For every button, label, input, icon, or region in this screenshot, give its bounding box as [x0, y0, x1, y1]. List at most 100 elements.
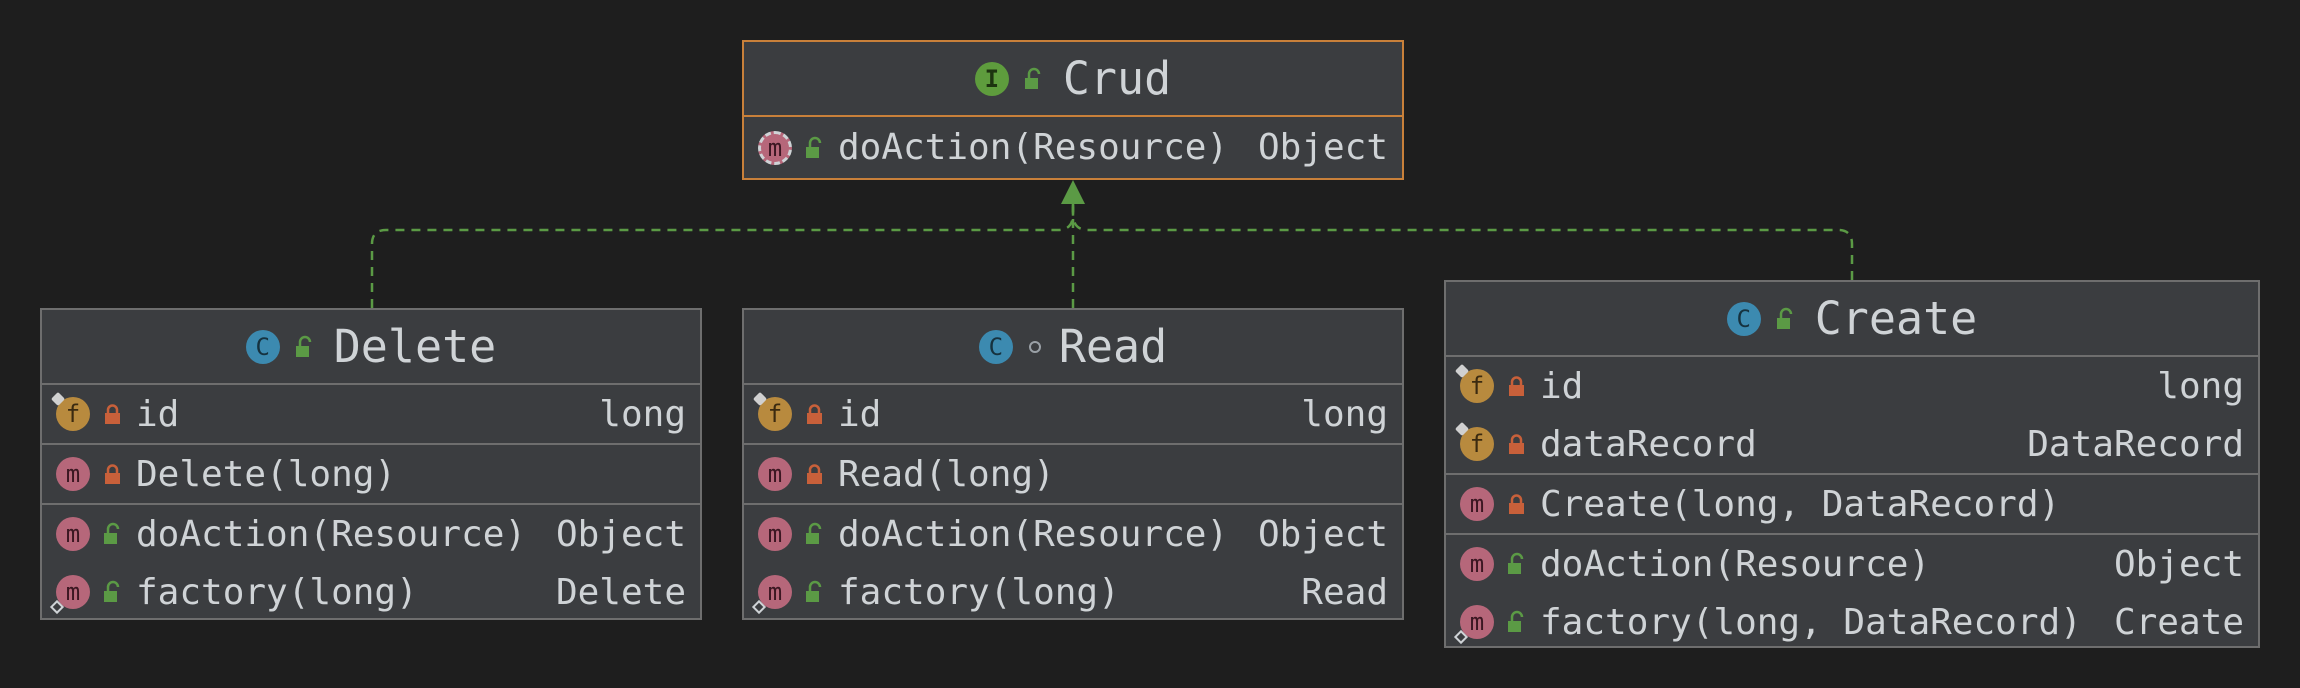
- method-type: Object: [2113, 543, 2244, 585]
- method-row[interactable]: m factory(long) Delete: [42, 563, 700, 621]
- class-header: C Delete: [42, 310, 700, 385]
- field-row[interactable]: f id long: [744, 385, 1402, 443]
- constructor-row[interactable]: m Create(long, DataRecord): [1446, 475, 2258, 533]
- final-pin-icon: [1454, 363, 1470, 379]
- public-unlock-icon: [1508, 610, 1524, 632]
- methods-section: m doAction(Resource) Object m factory(lo…: [42, 505, 700, 621]
- package-private-icon: [1028, 340, 1041, 353]
- field-icon: f: [50, 391, 90, 431]
- private-lock-icon: [807, 464, 822, 484]
- field-name: dataRecord: [1540, 423, 1757, 465]
- constructor-row[interactable]: m Delete(long): [42, 445, 700, 503]
- constructor-row[interactable]: m Read(long): [744, 445, 1402, 503]
- method-icon: m: [56, 457, 90, 491]
- method-row[interactable]: m factory(long, DataRecord) Create: [1446, 593, 2258, 651]
- private-lock-icon: [1509, 376, 1524, 396]
- field-type: DataRecord: [2027, 423, 2244, 465]
- method-row[interactable]: m doAction(Resource) Object: [42, 505, 700, 563]
- class-delete[interactable]: C Delete f id long m Delete(long): [40, 308, 702, 620]
- public-unlock-icon: [806, 580, 822, 602]
- field-type: long: [1301, 393, 1388, 435]
- class-icon: C: [978, 329, 1013, 364]
- static-marker-icon: [751, 599, 767, 615]
- public-unlock-icon: [1508, 552, 1524, 574]
- method-type: Delete: [555, 571, 686, 613]
- method-row[interactable]: m doAction(Resource) Object: [1446, 535, 2258, 593]
- class-title: Delete: [333, 320, 497, 373]
- field-name: id: [136, 393, 180, 435]
- method-icon: m: [1460, 547, 1494, 581]
- method-icon: m: [49, 575, 90, 615]
- field-row[interactable]: f id long: [42, 385, 700, 443]
- constructor-name: Read(long): [838, 453, 1055, 495]
- static-marker-icon: [49, 599, 65, 615]
- interface-title: Crud: [1062, 52, 1172, 105]
- public-unlock-icon: [104, 580, 120, 602]
- method-name: factory(long): [136, 571, 418, 613]
- method-icon: m: [1460, 487, 1494, 521]
- fields-section: f id long: [744, 385, 1402, 445]
- field-type: long: [599, 393, 686, 435]
- interface-header: I Crud: [744, 42, 1402, 117]
- private-lock-icon: [1509, 494, 1524, 514]
- method-type: Object: [1257, 127, 1388, 168]
- methods-section: m doAction(Resource) Object m factory(lo…: [1446, 535, 2258, 651]
- method-type: Object: [555, 513, 686, 555]
- public-unlock-icon: [806, 522, 822, 544]
- private-lock-icon: [105, 464, 120, 484]
- private-lock-icon: [807, 404, 822, 424]
- field-name: id: [838, 393, 882, 435]
- class-icon: C: [245, 329, 280, 364]
- class-read[interactable]: C Read f id long m Read(long) m: [742, 308, 1404, 620]
- method-icon: m: [1453, 605, 1494, 645]
- static-marker-icon: [1453, 629, 1469, 645]
- field-icon: f: [752, 391, 792, 431]
- private-lock-icon: [1509, 434, 1524, 454]
- class-create[interactable]: C Create f id long f dataRecord DataReco…: [1444, 280, 2260, 648]
- fields-section: f id long f dataRecord DataRecord: [1446, 357, 2258, 475]
- field-icon: f: [1454, 363, 1494, 403]
- field-row[interactable]: f id long: [1446, 357, 2258, 415]
- constructor-name: Delete(long): [136, 453, 397, 495]
- public-unlock-icon: [806, 136, 822, 158]
- method-icon: m: [758, 457, 792, 491]
- method-icon: m: [758, 517, 792, 551]
- interface-methods: m doAction(Resource) Object: [744, 117, 1402, 178]
- method-type: Object: [1257, 513, 1388, 555]
- method-name: factory(long, DataRecord): [1540, 601, 2082, 643]
- method-name: doAction(Resource): [838, 127, 1229, 168]
- class-icon: C: [1726, 301, 1761, 336]
- realization-edge-create: [1071, 196, 1854, 280]
- class-header: C Create: [1446, 282, 2258, 357]
- field-type: long: [2157, 365, 2244, 407]
- method-row[interactable]: m doAction(Resource) Object: [744, 117, 1402, 178]
- method-type: Read: [1301, 571, 1388, 613]
- class-title: Read: [1058, 320, 1168, 373]
- class-header: C Read: [744, 310, 1402, 385]
- public-unlock-icon: [1024, 67, 1041, 89]
- method-row[interactable]: m factory(long) Read: [744, 563, 1402, 621]
- realization-arrowhead: [1061, 180, 1085, 204]
- method-name: doAction(Resource): [136, 513, 527, 555]
- constructor-name: Create(long, DataRecord): [1540, 483, 2061, 525]
- field-row[interactable]: f dataRecord DataRecord: [1446, 415, 2258, 473]
- private-lock-icon: [105, 404, 120, 424]
- method-name: doAction(Resource): [1540, 543, 1931, 585]
- constructors-section: m Read(long): [744, 445, 1402, 505]
- public-unlock-icon: [295, 335, 311, 357]
- method-name: doAction(Resource): [838, 513, 1229, 555]
- method-icon: m: [751, 575, 792, 615]
- method-name: factory(long): [838, 571, 1120, 613]
- public-unlock-icon: [104, 522, 120, 544]
- field-name: id: [1540, 365, 1584, 407]
- interface-crud[interactable]: I Crud m doAction(Resource) Object: [742, 40, 1404, 180]
- interface-icon: I: [974, 61, 1009, 96]
- constructors-section: m Create(long, DataRecord): [1446, 475, 2258, 535]
- realization-edge-delete: [370, 196, 1075, 308]
- method-icon: m: [56, 517, 90, 551]
- class-title: Create: [1814, 292, 1978, 345]
- method-row[interactable]: m doAction(Resource) Object: [744, 505, 1402, 563]
- final-pin-icon: [752, 391, 768, 407]
- final-pin-icon: [50, 391, 66, 407]
